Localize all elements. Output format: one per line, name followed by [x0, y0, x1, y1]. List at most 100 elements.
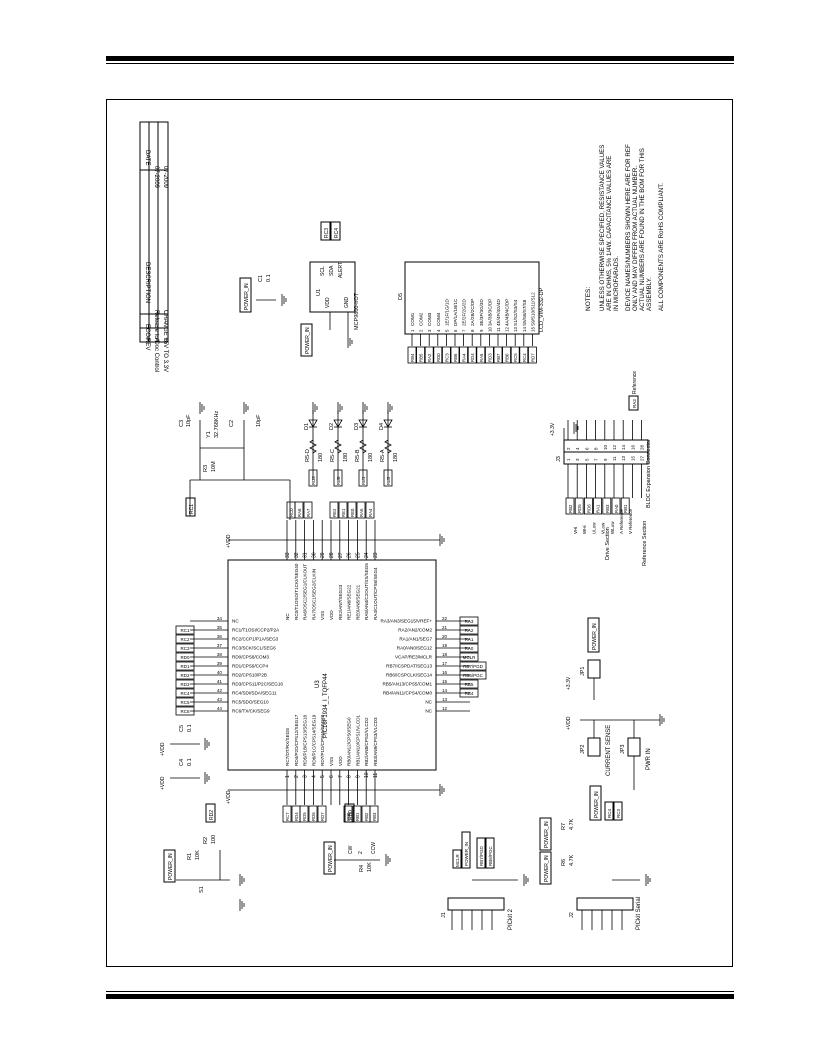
mcu-top-net-box: [365, 501, 375, 519]
mcu-right-net: RB4: [465, 691, 474, 696]
mcu-right-net: RB7/PGD: [463, 664, 484, 669]
header-rule-thick: [106, 56, 734, 61]
mcu-right-pin-num: 22: [442, 616, 448, 621]
mcu-left-pin-name: RD0/CPS8/COM3: [232, 655, 269, 660]
lcd-net-box: [519, 346, 529, 364]
mcu-right-pin-name: NC: [425, 709, 432, 714]
j3-left-net-box: [611, 497, 621, 515]
pot-power-label: POWER_IN: [328, 845, 334, 872]
lower-section: POWER_IN R1 10K R2 100 RD2 S1 POWER_IN R…: [163, 617, 652, 930]
r1-ref: R1: [187, 853, 193, 860]
jp2-vdd: +VDD: [566, 716, 572, 730]
jp1-net: POWER_IN: [592, 623, 598, 650]
vdd-label-bottom: +VDD: [226, 790, 232, 804]
lcd-net-box: [510, 346, 520, 364]
led-res-value: 180: [368, 453, 374, 462]
mcu-top-net-box: [347, 501, 357, 519]
mcu-right-pin-num: 21: [442, 625, 448, 630]
u1-net-rc4: RC4: [334, 228, 340, 238]
note-line-4: DEVICE NAMES/NUMBERS SHOWN HERE ARE FOR …: [625, 144, 632, 311]
notes-title: NOTES:: [585, 287, 592, 311]
mcu-left-pin-name: RC1/T1OSI/CCP2/P2A: [232, 628, 280, 633]
mcu-right-pin-num: 17: [442, 661, 448, 666]
eco-a: -: [153, 322, 159, 324]
mcu-bottom-pin-name: RD6/P1C/CPS14/SEG19: [311, 714, 316, 766]
header-rule-thin: [106, 63, 734, 64]
lcd-pin-num: 10: [487, 327, 492, 332]
mcu-bottom-pin-name: RD7/P1D/CPS15/SEG20: [320, 714, 325, 766]
eco-b: -: [162, 322, 168, 324]
mcu-right-pin-name: VCAP/RE3/MCLR: [395, 655, 433, 660]
mcu-top-pin-name: RE2/AN7/SEG23: [338, 584, 343, 620]
j3-left-net: RB3: [605, 504, 610, 513]
lcd-net: RD3: [487, 353, 492, 362]
mcu-top-pin-num: 32: [294, 552, 300, 558]
mcu-top-net: RA6: [297, 508, 302, 517]
lcd-net: RC3: [444, 353, 449, 362]
mcu-top-pin-num: 27: [338, 552, 344, 558]
mcu-right-net: RA1: [465, 637, 474, 642]
u1-pin-alert: ALERT: [338, 262, 344, 278]
mcu-right-pin-name: RA0/AN0/SEG12: [397, 646, 433, 651]
mcu-bottom-net: RD6: [311, 812, 316, 821]
mcu-bottom-pin-num: 1: [285, 775, 291, 778]
j3-pin-num-odd: 3: [575, 458, 580, 461]
j2-net-rc4: RC4: [607, 809, 612, 818]
j3-left-net: RD6: [586, 504, 591, 513]
j3-left-label: ULow: [591, 522, 596, 534]
r6-power: POWER_IN: [544, 855, 550, 882]
note-line-7: ASSEMBLY.: [646, 277, 653, 311]
mcu-left-pin-num: 34: [217, 616, 223, 621]
mcu-top-net: RC0: [289, 508, 294, 517]
led-net: RD3: [311, 476, 316, 485]
lcd-pin-num: 3: [427, 329, 432, 332]
mcu-left-pin-name: RC6/TX/CK/SEG9: [232, 709, 270, 714]
lcd-pin-name: DP/1A/1B/1C: [453, 298, 458, 326]
c1-ref: C1: [258, 275, 264, 282]
j3-pin-num-odd: 5: [584, 458, 589, 461]
c4-ref: C4: [179, 759, 185, 766]
pot-cw: CW: [348, 845, 354, 854]
jp2-label: CURRENT SENSE: [606, 725, 612, 776]
j3-left-label: A Reference: [619, 509, 624, 534]
rev-b: B: [162, 338, 168, 342]
j3-connector: J3 BLDC Expansion Connector +3.3V Drive …: [550, 371, 652, 566]
j1-net-pgc: RB6/PGC: [488, 845, 493, 866]
mcu-u3: U3 PIC16F1934_I_TQFP44 33NC32RC0/T1OSO/T…: [175, 501, 487, 823]
j3-pin-num-odd: 7: [594, 458, 599, 461]
j3-left-label: WHi: [582, 526, 587, 535]
lcd-pin-name: COM2: [419, 312, 424, 326]
j3-pin-num-odd: 15: [630, 455, 635, 461]
note-line-8: ALL COMPONENTS ARE RoHS COMPLIANT.: [658, 183, 665, 311]
mcu-left-pin-num: 35: [217, 625, 223, 630]
lcd-net-box: [467, 346, 477, 364]
led-net: RE1: [361, 476, 366, 485]
lcd-net-box: [484, 346, 494, 364]
r7-value: 4.7K: [569, 818, 575, 830]
note-line-6: ACTUAL NUMBERS ARE FOUND IN THE BOM FOR …: [639, 148, 646, 311]
j3-left-label: WLow: [610, 521, 615, 534]
revision-table: REV ECO# DESCRIPTION DATE A - Release to…: [139, 121, 169, 372]
mcu-right-net: RA0: [465, 646, 474, 651]
mcu-top-pin-name: RA6/OSC2/SEG1/CLKOUT: [303, 564, 308, 620]
lcd-net-box: [476, 346, 486, 364]
date-header: DATE: [144, 150, 150, 166]
j3-pin-num-even: 10: [603, 444, 608, 450]
mcu-top-pin-num: 31: [303, 552, 309, 558]
led-net-box: [308, 469, 318, 487]
mcu-left-pin-name: RD3/CPS11/P2C/SEG16: [232, 682, 283, 687]
y1-value: 32.768KHz: [214, 411, 220, 438]
mcu-right-net: MCLR: [463, 655, 477, 660]
mcu-bottom-net: RB2: [364, 812, 369, 821]
lcd-net-box: [433, 346, 443, 364]
mcu-left-pin-name: RC3/SCK/SCL/SEG6: [232, 646, 276, 651]
mcu-top-pin-num: 28: [329, 552, 335, 558]
lcd-net-box: [493, 346, 503, 364]
lcd-net-box: [528, 346, 537, 364]
mcu-right-net: RB6/PGC: [463, 673, 484, 678]
j3-pin-num-even: 28: [640, 444, 645, 450]
lcd-pin-num: 4: [436, 329, 441, 332]
j3-left-label: VHi: [573, 527, 578, 534]
j3-v33: +3.3V: [550, 422, 556, 436]
